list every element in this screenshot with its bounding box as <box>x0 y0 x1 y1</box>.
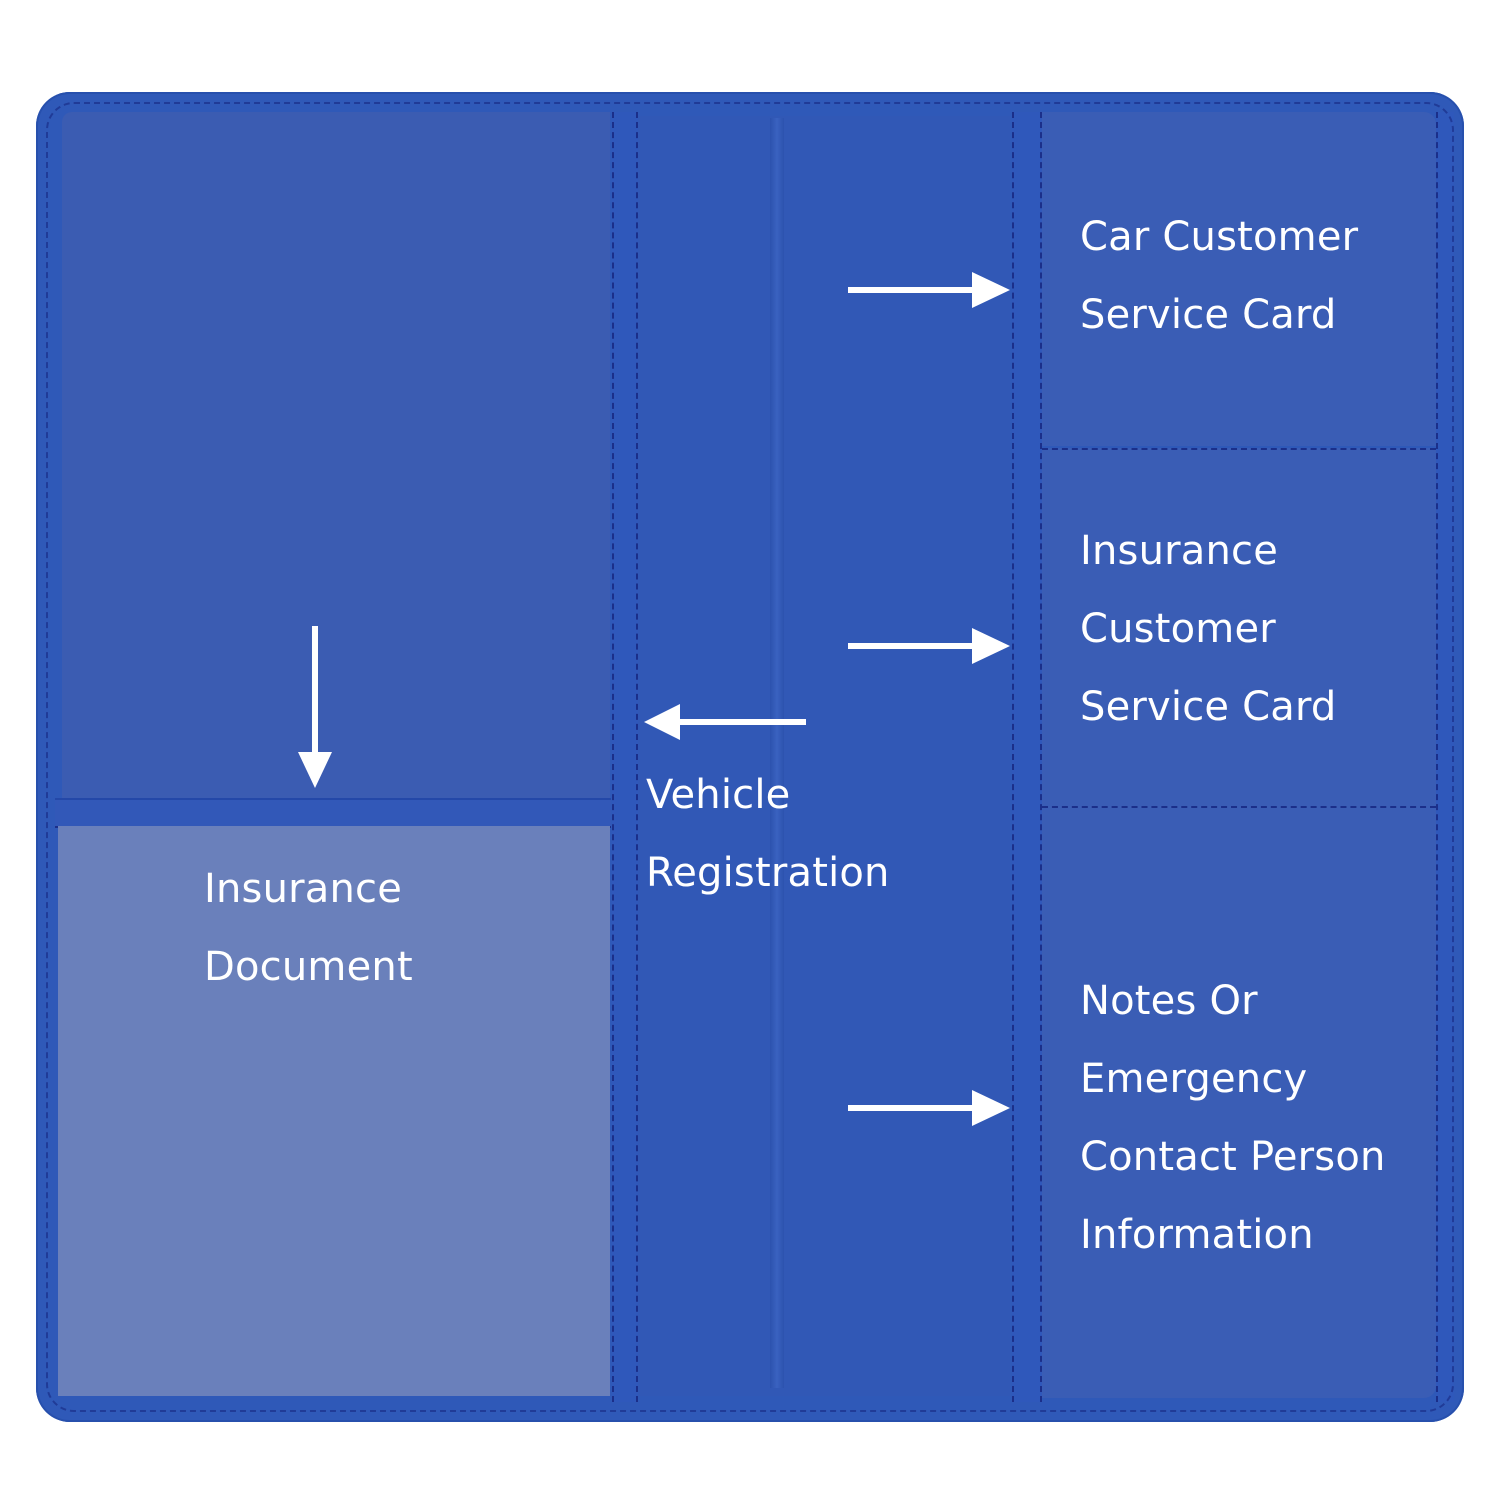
vehicle-registration-label: Vehicle Registration <box>646 756 890 912</box>
left-spine-strip <box>612 112 638 1402</box>
left-panel <box>62 112 610 800</box>
label-line: Insurance <box>1080 528 1279 574</box>
outer-stitching <box>46 102 1454 1412</box>
label-line: Vehicle <box>646 772 791 818</box>
label-line: Insurance <box>204 866 403 912</box>
label-line: Notes Or <box>1080 978 1258 1024</box>
down-arrow-icon <box>298 626 332 788</box>
notes-slot <box>1042 806 1436 1398</box>
insurance-document-pocket <box>58 826 610 1396</box>
left-arrow-icon <box>644 704 806 740</box>
label-line: Registration <box>646 850 890 896</box>
label-line: Document <box>204 944 413 990</box>
vehicle-registration-panel <box>638 116 1010 1396</box>
right-spine-strip <box>1012 112 1042 1402</box>
car-customer-service-card-label: Car Customer Service Card <box>1080 198 1358 354</box>
label-line: Information <box>1080 1212 1314 1258</box>
insurance-customer-service-card-label: Insurance Customer Service Card <box>1080 512 1337 746</box>
label-line: Customer <box>1080 606 1276 652</box>
right-arrow-icon <box>848 272 1010 308</box>
right-arrow-icon <box>848 1090 1010 1126</box>
label-line: Service Card <box>1080 684 1337 730</box>
notes-emergency-label: Notes Or Emergency Contact Person Inform… <box>1080 962 1386 1274</box>
insurance-document-label: Insurance Document <box>204 850 413 1006</box>
label-line: Service Card <box>1080 292 1337 338</box>
right-edge <box>1436 112 1454 1402</box>
center-crease <box>770 118 784 1388</box>
car-service-card-slot <box>1042 112 1436 446</box>
label-line: Emergency <box>1080 1056 1308 1102</box>
right-arrow-icon <box>848 628 1010 664</box>
insurance-service-card-slot <box>1042 448 1436 806</box>
label-line: Contact Person <box>1080 1134 1386 1180</box>
label-line: Car Customer <box>1080 214 1359 260</box>
